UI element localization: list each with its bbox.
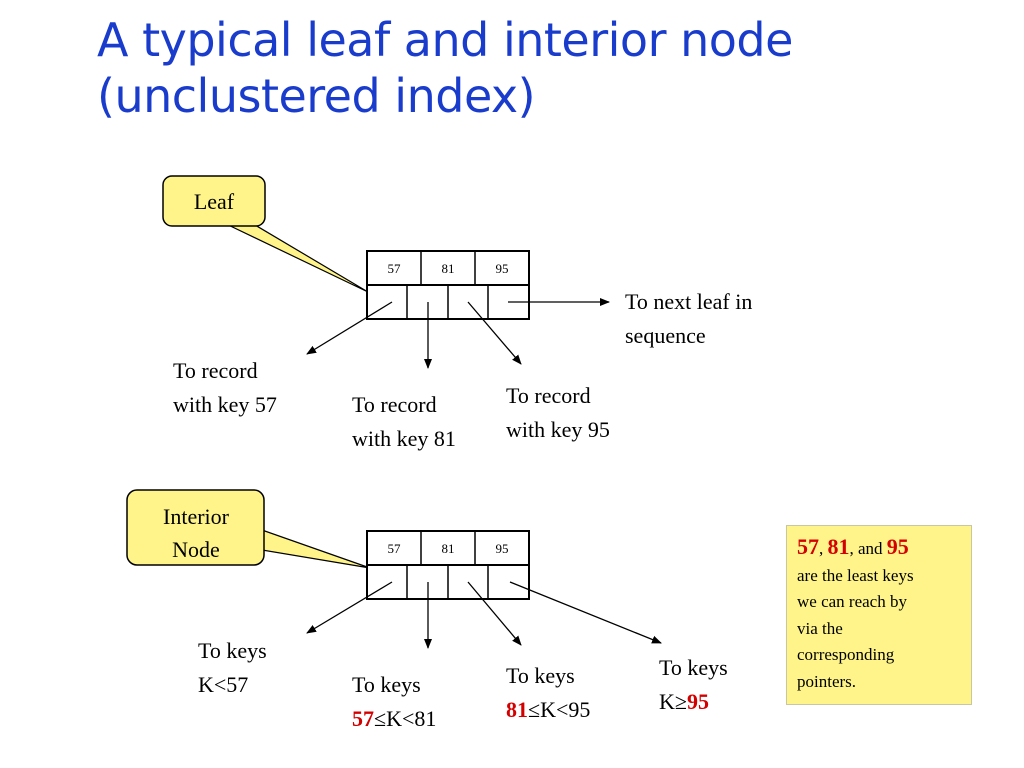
interior-key-57: 57 [388,541,402,556]
leaf-target-95-line2: with key 95 [506,417,610,442]
leaf-target-81-line1: To record [352,392,437,417]
leaf-next-line2: sequence [625,323,706,348]
leaf-label: Leaf [194,189,235,214]
interior-target-3-key: 81 [506,697,528,722]
interior-arrow-1 [306,581,393,634]
note-sep-1: , [819,539,828,558]
note-line-2: are the least keys [797,565,914,585]
interior-target-3-range: ≤K<95 [528,697,590,722]
leaf-arrow-95 [467,301,522,365]
leaf-arrow-57 [306,301,393,355]
interior-target-2-line1: To keys [352,672,421,697]
leaf-key-95: 95 [496,261,509,276]
interior-key-95: 95 [496,541,509,556]
interior-callout-box [126,489,265,566]
leaf-key-57: 57 [388,261,402,276]
note-sep-2: , and [849,539,887,558]
interior-target-2-key: 57 [352,706,374,731]
interior-callout-pointer [261,529,371,569]
interior-target-3-line1: To keys [506,663,575,688]
interior-key-81: 81 [442,541,455,556]
interior-target-4-range: K≥ [659,689,687,714]
interior-target-4-line1: To keys [659,655,728,680]
interior-label-line2: Node [172,537,220,562]
interior-target-4-line2: K≥95 [659,689,709,714]
title-line-2: (unclustered index) [97,69,536,123]
interior-target-1-line1: To keys [198,638,267,663]
leaf-target-81-line2: with key 81 [352,426,456,451]
explanation-note: 57, 81, and 95 are the least keys we can… [786,525,972,705]
note-line-1: 57, 81, and 95 [797,534,961,563]
interior-target-1-line2: K<57 [198,672,248,697]
slide-title: A typical leaf and interior node (unclus… [97,12,997,124]
note-line-4: via the [797,618,843,638]
note-line-6: pointers. [797,671,857,691]
leaf-target-57-line2: with key 57 [173,392,277,417]
leaf-target-57-line1: To record [173,358,258,383]
leaf-node: 57 81 95 [366,250,530,320]
interior-arrow-4 [509,581,662,644]
interior-target-2-line2: 57≤K<81 [352,706,436,731]
interior-target-2-range: ≤K<81 [374,706,436,731]
leaf-callout-box [162,175,266,227]
interior-key-row [366,530,530,566]
note-key-81: 81 [827,534,850,559]
note-line-3: we can reach by [797,592,907,611]
leaf-callout: Leaf [162,175,369,293]
interior-arrow-3 [467,581,522,646]
note-line-5: corresponding [797,645,895,664]
note-key-95: 95 [886,534,909,559]
leaf-next-line1: To next leaf in [625,289,752,314]
interior-callout: Interior Node [126,489,371,569]
leaf-target-95-line1: To record [506,383,591,408]
leaf-callout-pointer [221,221,369,293]
title-line-1: A typical leaf and interior node [97,13,793,67]
interior-target-3-line2: 81≤K<95 [506,697,590,722]
interior-target-4-key: 95 [687,689,709,714]
leaf-key-81: 81 [442,261,455,276]
interior-label-line1: Interior [163,504,230,529]
note-key-57: 57 [797,534,819,559]
interior-node: 57 81 95 [366,530,530,600]
